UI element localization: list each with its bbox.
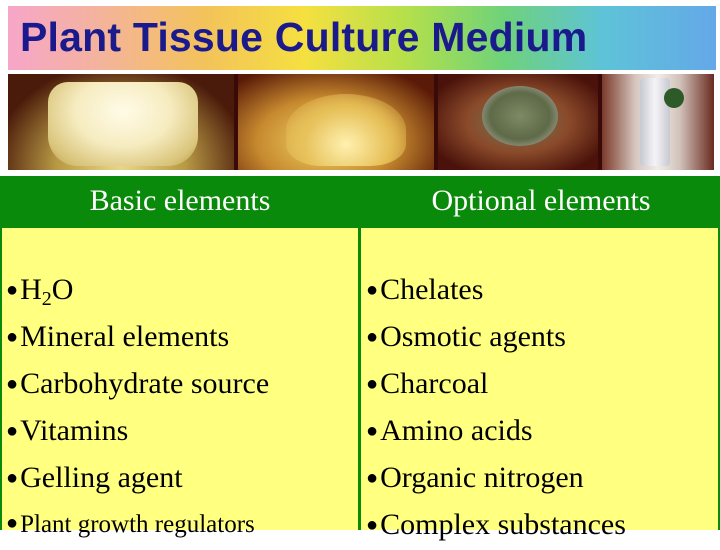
list-item-label: Osmotic agents (380, 320, 566, 353)
elements-table: Basic elements Optional elements ●H2O ●M… (0, 176, 720, 541)
list-item-label: Mineral elements (20, 320, 230, 353)
list-item: ●H2O (6, 268, 269, 315)
list-item: ●Chelates (366, 268, 626, 315)
callus-flask-photo (8, 74, 234, 170)
bullet-icon: ● (366, 420, 379, 442)
list-item-label: Chelates (380, 273, 484, 306)
bullet-icon: ● (6, 512, 19, 534)
bullet-icon: ● (6, 467, 19, 489)
seeds-flask-photo (238, 74, 434, 170)
list-item: ●Osmotic agents (366, 315, 626, 362)
title-banner: Plant Tissue Culture Medium (8, 6, 716, 70)
page-title: Plant Tissue Culture Medium (20, 14, 588, 60)
bullet-icon: ● (366, 467, 379, 489)
bullet-icon: ● (366, 373, 379, 395)
bullet-icon: ● (6, 326, 19, 348)
bullet-icon: ● (6, 373, 19, 395)
subscript: 2 (41, 288, 52, 310)
list-item-label: Complex substances (380, 508, 626, 541)
basic-elements-list: ●H2O ●Mineral elements ●Carbohydrate sou… (6, 268, 269, 548)
list-item-label: Amino acids (380, 414, 533, 447)
list-item-label: Organic nitrogen (380, 461, 584, 494)
bullet-icon: ● (366, 279, 379, 301)
header-optional-elements: Optional elements (431, 184, 651, 217)
list-item-label: Gelling agent (20, 461, 183, 494)
list-item: ●Amino acids (366, 409, 626, 456)
list-item: ●Complex substances (366, 503, 626, 550)
list-item-label: Charcoal (380, 367, 489, 400)
list-item: ●Plant growth regulators (6, 503, 269, 548)
list-item: ●Charcoal (366, 362, 626, 409)
petri-dish-photo (438, 74, 598, 170)
header-basic-elements: Basic elements (89, 184, 271, 217)
bullet-icon: ● (366, 326, 379, 348)
list-item: ●Carbohydrate source (6, 362, 269, 409)
list-item: ●Vitamins (6, 409, 269, 456)
list-item-label: Carbohydrate source (20, 367, 270, 400)
list-item: ●Organic nitrogen (366, 456, 626, 503)
list-item: ●Mineral elements (6, 315, 269, 362)
bullet-icon: ● (6, 279, 19, 301)
test-tube-plantlet-photo (602, 74, 714, 170)
list-item-label: Plant growth regulators (20, 511, 255, 538)
list-item-label: Vitamins (20, 414, 129, 447)
photo-strip (8, 74, 714, 170)
table-right-border (718, 176, 720, 530)
list-item-label: O (51, 273, 74, 306)
optional-elements-list: ●Chelates ●Osmotic agents ●Charcoal ●Ami… (366, 268, 626, 550)
list-item-label: H (20, 273, 42, 306)
table-left-border (0, 176, 2, 530)
bullet-icon: ● (366, 514, 379, 536)
column-divider (358, 176, 361, 530)
list-item: ●Gelling agent (6, 456, 269, 503)
bullet-icon: ● (6, 420, 19, 442)
